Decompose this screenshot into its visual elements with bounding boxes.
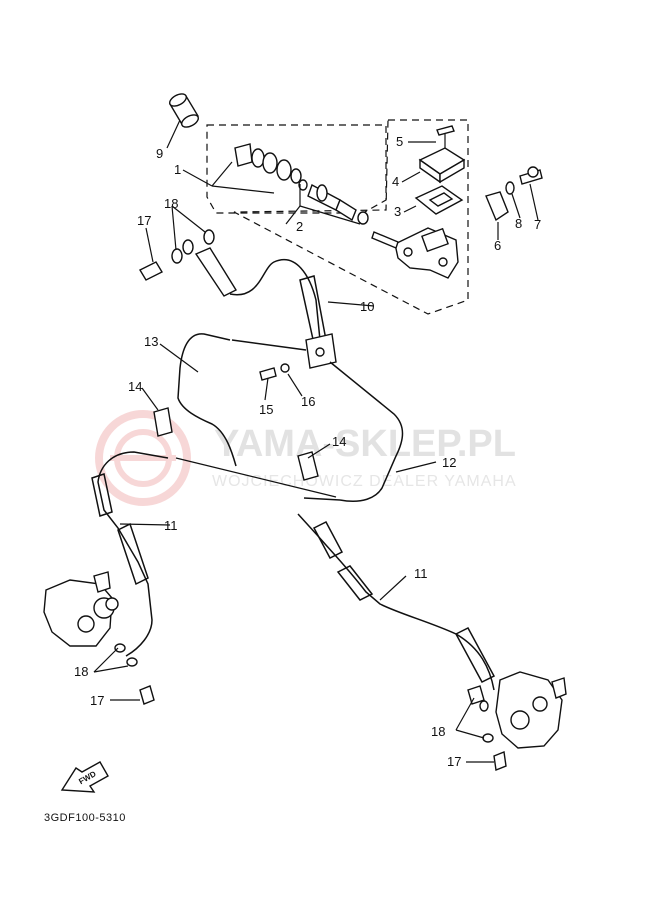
callout-4: 4 bbox=[392, 174, 399, 189]
callout-8: 8 bbox=[515, 216, 522, 231]
callout-10: 10 bbox=[360, 299, 374, 314]
callout-5: 5 bbox=[396, 134, 403, 149]
master-cylinder-body bbox=[371, 227, 459, 279]
callout-12: 12 bbox=[442, 455, 456, 470]
clip-right bbox=[297, 451, 319, 481]
callout-18-right: 18 bbox=[431, 724, 445, 739]
callout-11-left: 11 bbox=[164, 518, 178, 533]
left-caliper bbox=[43, 571, 155, 705]
callout-14-right: 14 bbox=[332, 434, 346, 449]
brake-hose-joint bbox=[259, 333, 337, 381]
reservoir-cap-parts bbox=[414, 125, 466, 215]
callout-11-right: 11 bbox=[414, 566, 428, 581]
brake-pipe-13 bbox=[177, 333, 237, 467]
callout-17-top: 17 bbox=[137, 213, 151, 228]
master-cylinder-assembly-outline bbox=[233, 119, 469, 315]
upper-union-bolt-parts bbox=[139, 229, 237, 297]
watermark-subtitle: WOJCIECHOWICZ DEALER YAMAHA bbox=[212, 473, 517, 490]
brake-hose-right-11 bbox=[297, 513, 495, 691]
watermark-title: YAMA-SKLEP.PL bbox=[214, 423, 516, 465]
callout-14-left: 14 bbox=[128, 379, 142, 394]
callout-3: 3 bbox=[394, 204, 401, 219]
callout-15: 15 bbox=[259, 402, 273, 417]
fwd-arrow-icon: FWD bbox=[60, 761, 109, 793]
brake-pipe-12 bbox=[329, 361, 404, 502]
callout-labels: 9 1 2 3 4 5 6 7 8 10 18 17 13 14 14 15 1… bbox=[74, 134, 541, 769]
piston-kit-parts bbox=[234, 143, 369, 225]
brake-hose-left-11 bbox=[97, 451, 169, 657]
callout-9: 9 bbox=[156, 146, 163, 161]
boot-part bbox=[169, 93, 199, 128]
callout-13: 13 bbox=[144, 334, 158, 349]
callout-7: 7 bbox=[534, 217, 541, 232]
callout-17-left: 17 bbox=[90, 693, 104, 708]
callout-17-right: 17 bbox=[447, 754, 461, 769]
callout-16: 16 bbox=[301, 394, 315, 409]
callout-18-left: 18 bbox=[74, 664, 88, 679]
callout-1: 1 bbox=[174, 162, 181, 177]
clamp-bolt-parts bbox=[485, 166, 543, 222]
diagram-code: 3GDF100-5310 bbox=[44, 812, 126, 824]
right-caliper bbox=[467, 671, 567, 771]
watermark: YAMA-SKLEP.PL WOJCIECHOWICZ DEALER YAMAH… bbox=[95, 410, 517, 506]
callout-18-top: 18 bbox=[164, 196, 178, 211]
callout-6: 6 bbox=[494, 238, 501, 253]
callout-2: 2 bbox=[296, 219, 303, 234]
brake-hose-10 bbox=[229, 259, 321, 341]
clip-left bbox=[153, 407, 173, 437]
